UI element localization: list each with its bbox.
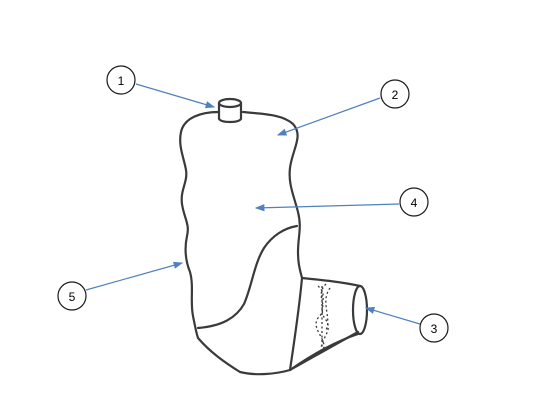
device-drawing xyxy=(179,97,369,376)
callout-2: 2 xyxy=(380,79,410,109)
callout-5: 5 xyxy=(57,281,87,311)
leader-line-4 xyxy=(254,203,400,212)
leader-line-1 xyxy=(135,83,216,109)
callout-3: 3 xyxy=(419,313,449,343)
callout-2-label: 2 xyxy=(392,88,399,102)
inner-mouthpiece-curve xyxy=(196,224,299,330)
mouthpiece-opening xyxy=(351,284,369,336)
callout-4: 4 xyxy=(399,187,429,217)
leader-line-5 xyxy=(85,261,184,291)
callout-4-label: 4 xyxy=(411,196,418,210)
leader-lines xyxy=(85,83,421,325)
callout-5-label: 5 xyxy=(69,290,76,304)
device-body-outline xyxy=(179,110,360,376)
callout-3-label: 3 xyxy=(431,322,438,336)
callout-1: 1 xyxy=(106,65,136,95)
canister-cap xyxy=(217,97,243,124)
mouthpiece-tube-top xyxy=(300,276,362,288)
leader-line-2 xyxy=(276,97,381,136)
callout-1-label: 1 xyxy=(118,74,125,88)
mesh-screen xyxy=(315,283,331,353)
device-body-right-side xyxy=(241,110,304,372)
leader-line-3 xyxy=(364,306,421,325)
